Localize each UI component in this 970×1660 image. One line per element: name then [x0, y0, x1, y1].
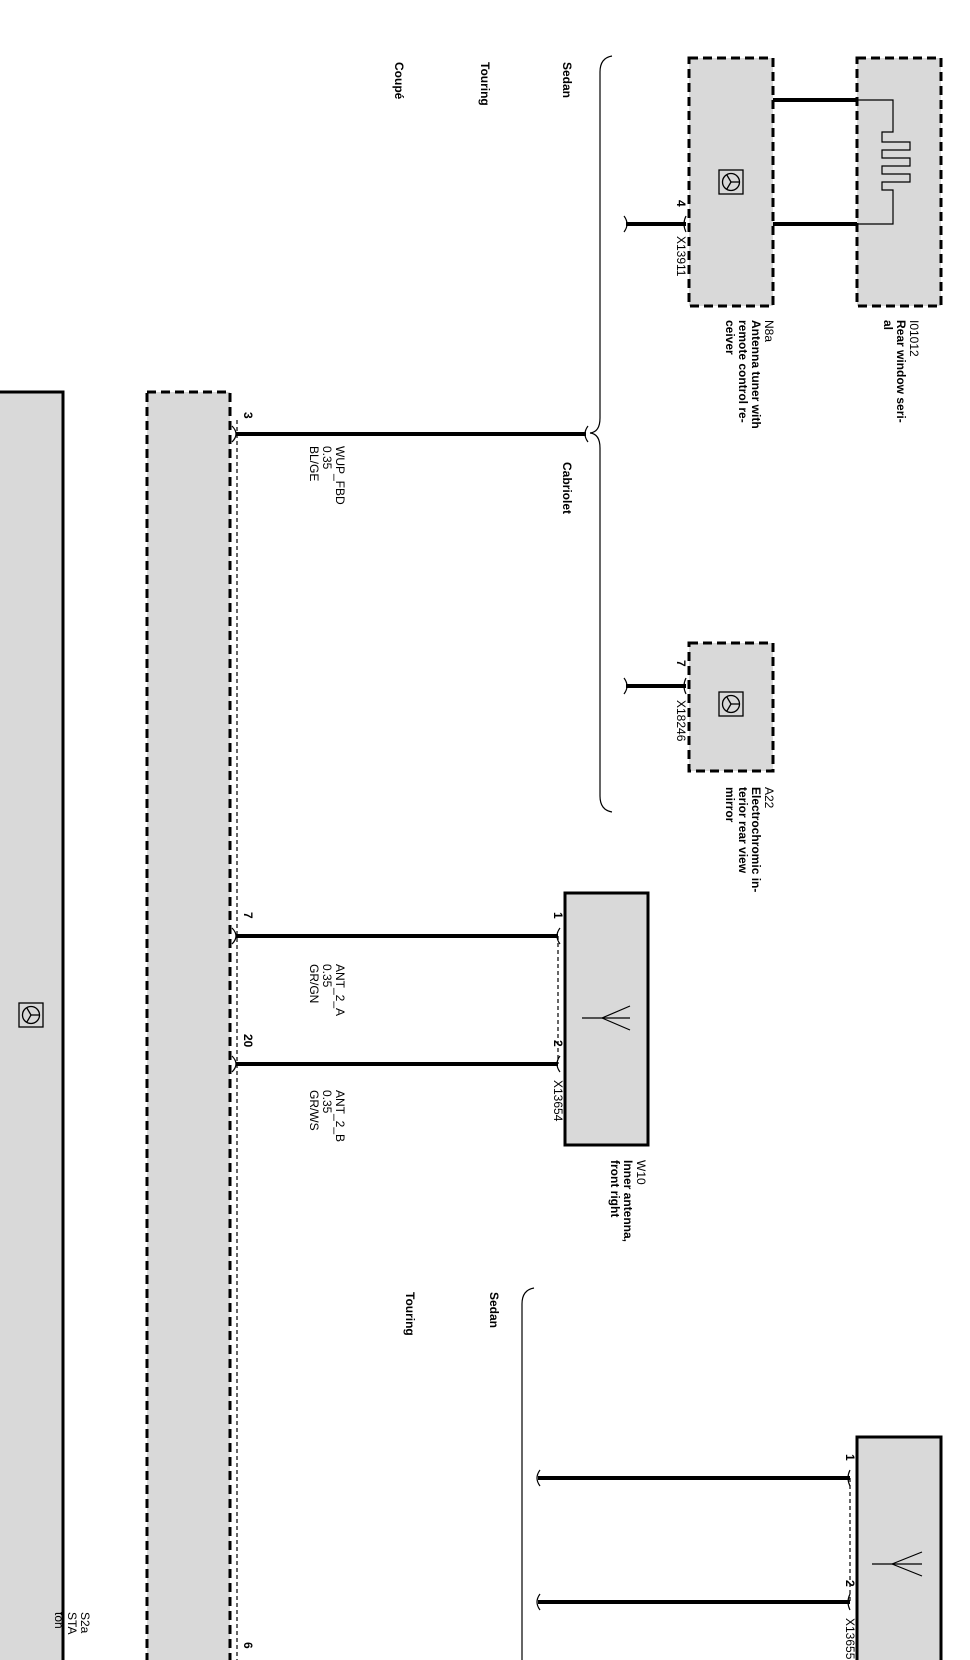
antenna-tuner-id: N8a — [762, 320, 776, 342]
antenna-tuner-name: Antenna tuner withremote control re-ceiv… — [723, 320, 763, 429]
mirror-name: Electrochromic in-terior rear viewmirror — [723, 787, 763, 892]
mirror-connector: X18246 — [674, 700, 688, 742]
electrochromic-mirror-module: A22 Electrochromic in-terior rear viewmi… — [674, 641, 776, 892]
inner-antenna-front-right: W10 Inner antenna,front right X13654 1 2 — [551, 891, 650, 1242]
ant2a-pin: 7 — [241, 912, 255, 919]
mercedes-star-icon — [18, 1002, 44, 1028]
wup-signal: WUP_FBD — [333, 446, 347, 505]
wup-gauge: 0.35 — [320, 446, 334, 470]
antenna-icon — [872, 1551, 923, 1577]
variant-label-touring-2: Touring — [403, 1292, 417, 1336]
mirror-pin: 7 — [674, 660, 688, 667]
variant-label-coupe: Coupé — [392, 62, 406, 100]
defroster-heating-element-icon — [857, 99, 911, 225]
module-label-line2: STA — [65, 1612, 79, 1634]
variant-label-sedan: Sedan — [560, 62, 574, 98]
bottom-pin-label: 6 — [241, 1642, 255, 1649]
ant2b-gauge: 0.35 — [320, 1090, 334, 1114]
antenna-tuner-module: N8a Antenna tuner withremote control re-… — [674, 56, 776, 429]
rear-window-name: Rear window seri-al — [881, 320, 908, 423]
second-antenna-pin1: 1 — [843, 1454, 857, 1461]
antenna-tuner-connector: X13911 — [674, 236, 688, 277]
wup-color: BL/GE — [307, 446, 321, 481]
module-label-line3: ton — [52, 1612, 66, 1629]
w10-pin2: 2 — [551, 1040, 565, 1047]
mercedes-star-icon — [718, 691, 744, 717]
ant2b-color: GR/WS — [307, 1090, 321, 1131]
w10-connector: X13654 — [551, 1080, 565, 1122]
variant-label-sedan-2: Sedan — [487, 1292, 501, 1328]
mirror-id: A22 — [762, 787, 776, 809]
w10-id: W10 — [634, 1160, 648, 1185]
rear-window-element: I01012 Rear window seri-al — [855, 56, 943, 423]
module-label-line1: S2a — [78, 1612, 92, 1634]
rear-window-id: I01012 — [907, 320, 921, 357]
variant-label-touring: Touring — [478, 62, 492, 106]
ant2a-color: GR/GN — [307, 964, 321, 1003]
variant-brace-top — [589, 55, 613, 813]
connector-block-dashed — [145, 390, 238, 1660]
mercedes-star-icon — [718, 169, 744, 195]
ant2a-gauge: 0.35 — [320, 964, 334, 988]
inner-antenna-second: X13655 1 2 — [843, 1435, 943, 1660]
wup-pin: 3 — [241, 412, 255, 419]
w10-pin1: 1 — [551, 912, 565, 919]
ant2b-pin: 20 — [241, 1034, 255, 1048]
variant-brace-bottom — [521, 1287, 535, 1660]
second-antenna-pin2: 2 — [843, 1580, 857, 1587]
ant2a-signal: ANT_2_A — [333, 964, 347, 1016]
ant2b-signal: ANT_2_B — [333, 1090, 347, 1142]
antenna-tuner-pin: 4 — [674, 200, 688, 207]
control-unit-module: S2a STA ton — [0, 390, 92, 1660]
second-antenna-connector: X13655 — [843, 1618, 857, 1660]
w10-name: Inner antenna,front right — [608, 1160, 635, 1242]
variant-label-cabriolet: Cabriolet — [560, 462, 574, 514]
antenna-icon — [582, 1005, 631, 1031]
